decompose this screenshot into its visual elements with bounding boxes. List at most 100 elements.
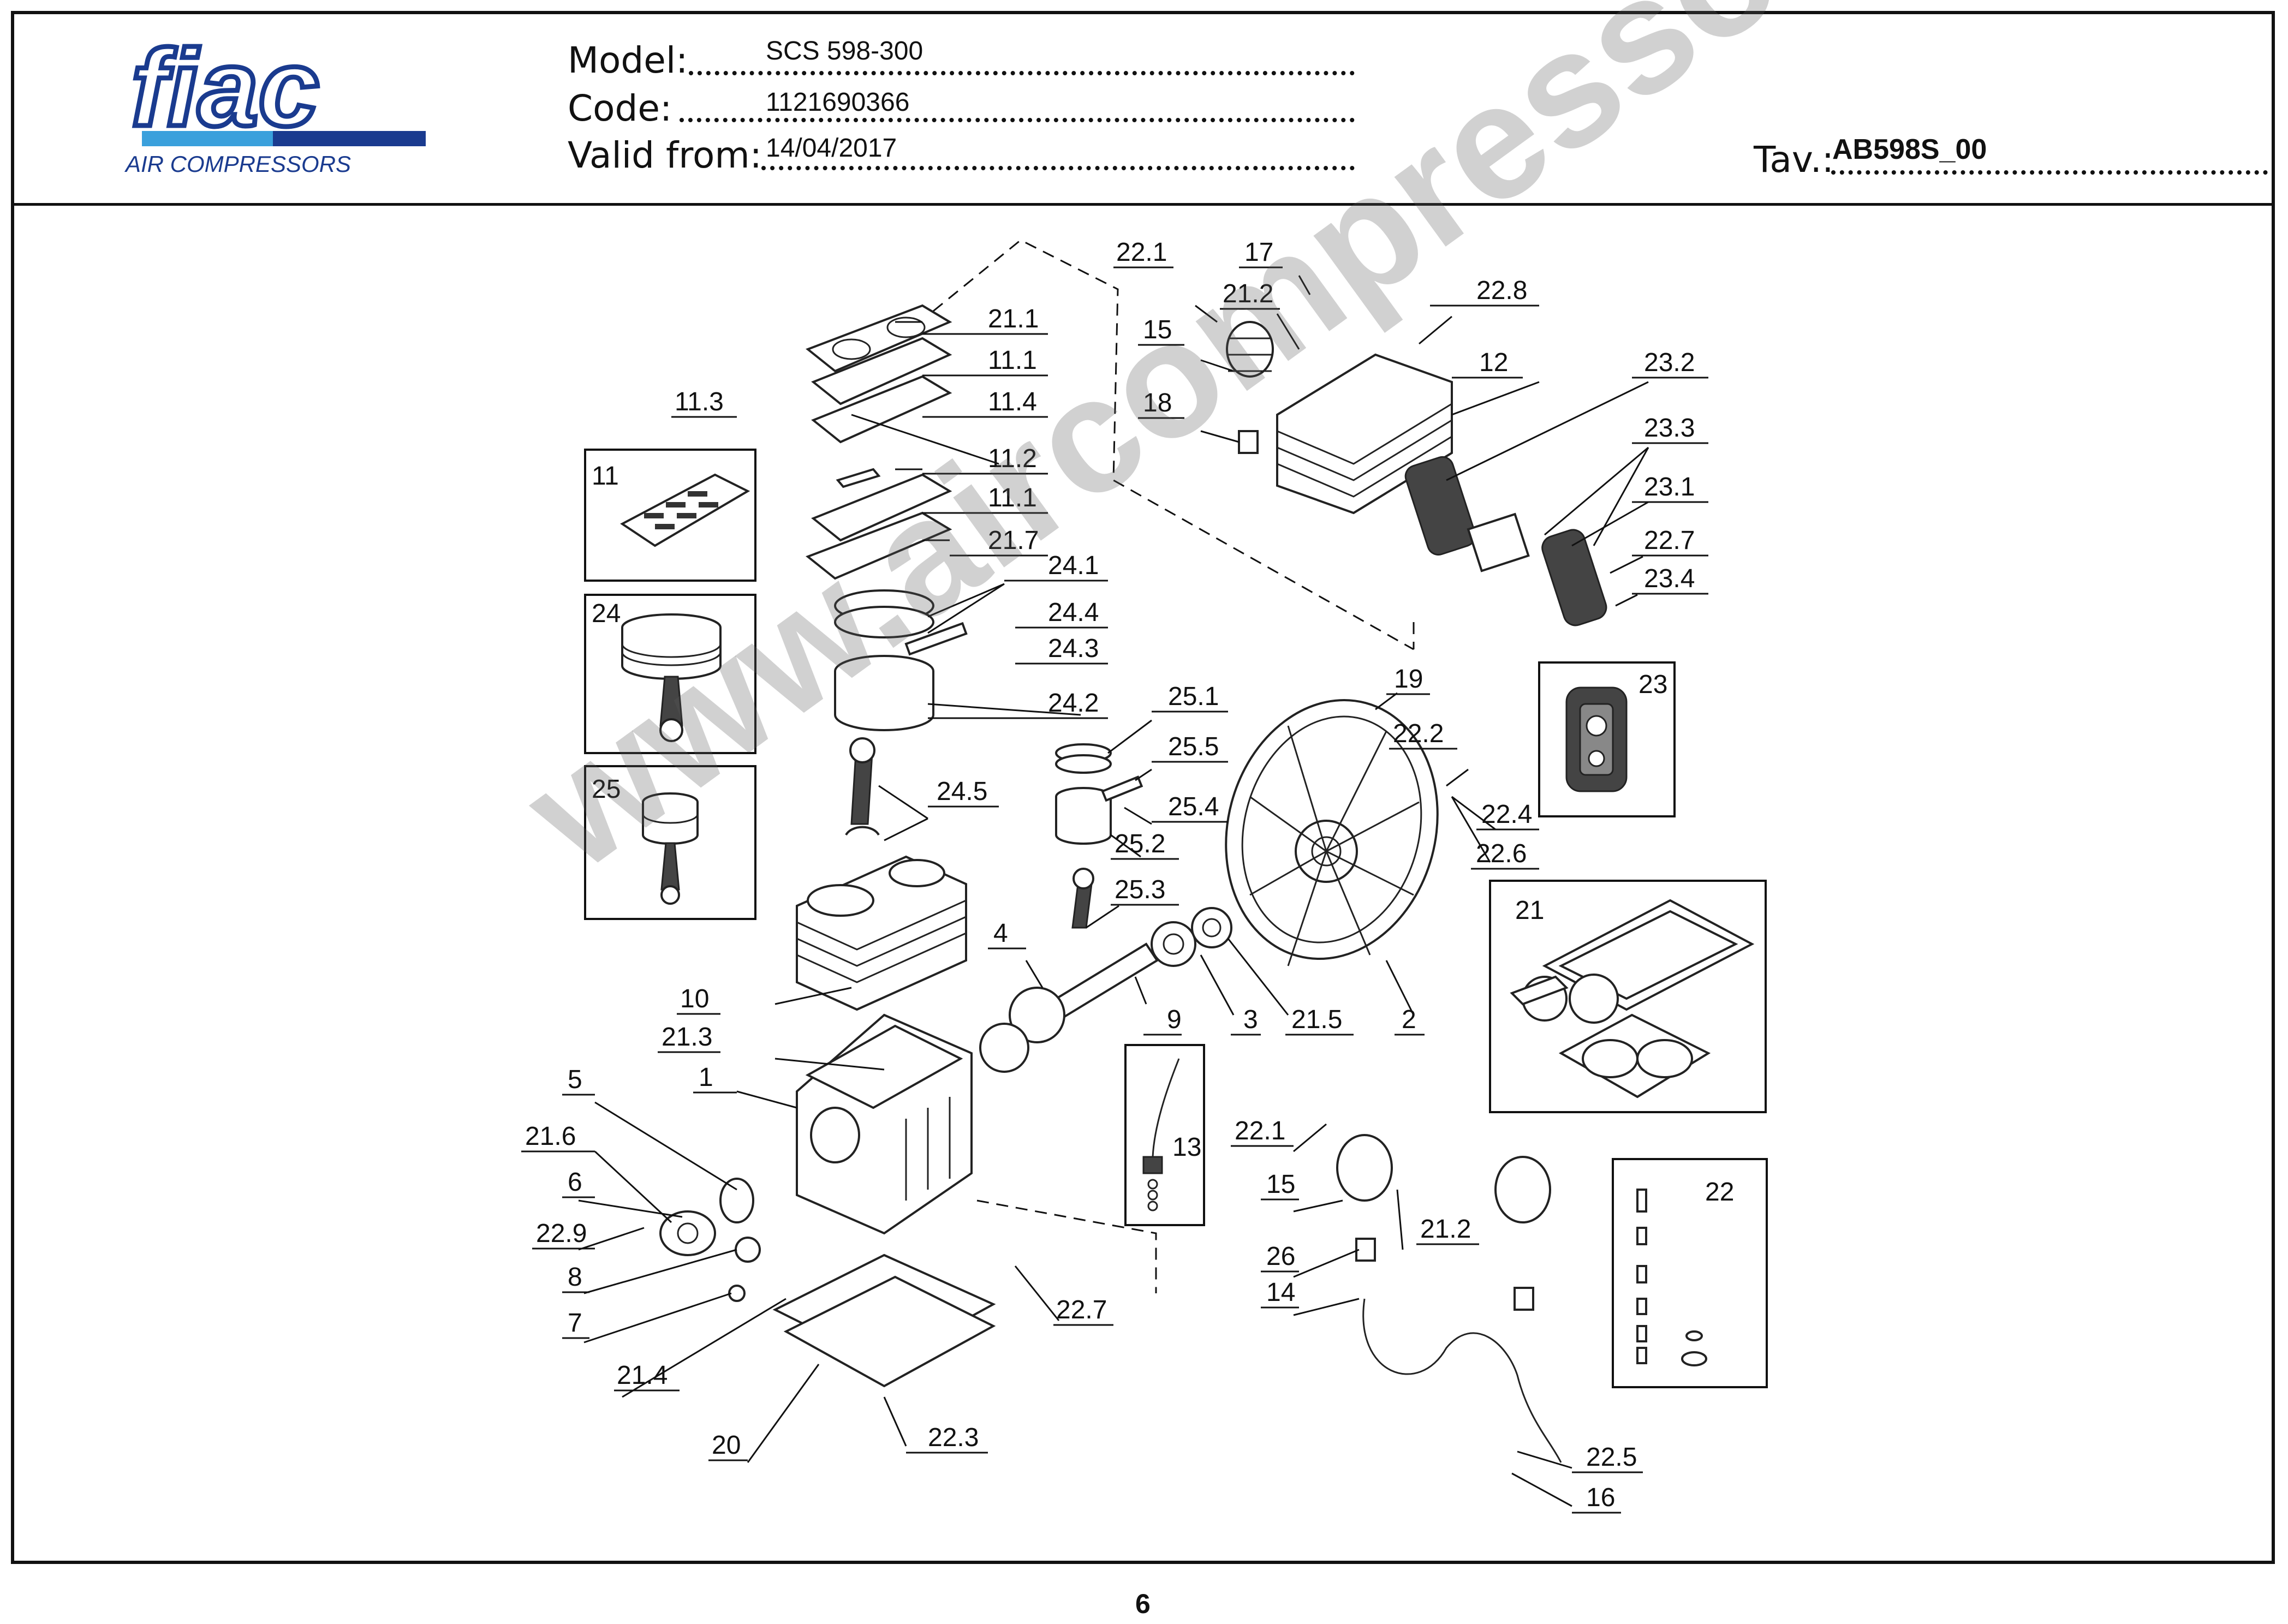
inset-box-23 — [1538, 661, 1676, 817]
connecting-rod-large — [845, 737, 880, 836]
svg-text:25.2: 25.2 — [1115, 829, 1165, 858]
svg-text:7: 7 — [568, 1309, 582, 1338]
svg-text:25.3: 25.3 — [1115, 875, 1165, 904]
svg-text:22.4: 22.4 — [1481, 800, 1532, 829]
svg-text:11.2: 11.2 — [988, 444, 1037, 473]
leader-lines — [578, 275, 1649, 1507]
box-label-11: 11 — [592, 462, 619, 491]
assembly-line-base — [976, 1199, 1157, 1293]
callout-24-3: 24.3 — [1015, 634, 1108, 665]
callout-5: 5 — [562, 1065, 595, 1096]
code-value: 1121690366 — [766, 88, 910, 117]
svg-text:22.7: 22.7 — [1056, 1295, 1107, 1324]
callout-22-5: 22.5 — [1572, 1443, 1643, 1473]
callout-23-4: 23.4 — [1632, 564, 1708, 595]
svg-text:22.9: 22.9 — [536, 1219, 587, 1248]
callout-21-7: 21.7 — [950, 526, 1048, 557]
svg-text:21.2: 21.2 — [1223, 279, 1273, 308]
box-label-24: 24 — [592, 599, 621, 628]
callout-23-3: 23.3 — [1632, 414, 1708, 444]
assembly-line-head — [933, 239, 1414, 650]
connecting-rod-small — [1071, 868, 1094, 929]
callout-2: 2 — [1395, 1005, 1425, 1036]
gasket-set-inset — [1510, 899, 1755, 1098]
svg-text:14: 14 — [1266, 1278, 1295, 1307]
base-plate — [772, 1253, 996, 1388]
callout-1: 1 — [693, 1063, 737, 1094]
callout-4: 4 — [988, 919, 1026, 950]
callout-6: 6 — [562, 1168, 595, 1198]
callout-11-4: 11.4 — [922, 387, 1048, 418]
svg-text:15: 15 — [1143, 315, 1172, 344]
valve-plate-inset — [620, 473, 750, 547]
callout-21-6: 21.6 — [521, 1122, 595, 1153]
code-line — [680, 118, 1355, 122]
inset-box-13 — [1124, 1044, 1205, 1226]
callout-19: 19 — [1386, 665, 1430, 695]
callout-21-4: 21.4 — [614, 1361, 680, 1392]
svg-text:20: 20 — [712, 1431, 741, 1460]
svg-text:21.7: 21.7 — [988, 526, 1039, 555]
svg-text:21.3: 21.3 — [662, 1023, 712, 1052]
svg-text:11.1: 11.1 — [988, 483, 1037, 512]
svg-text:22.8: 22.8 — [1476, 276, 1527, 305]
callout-22-7-bottom: 22.7 — [1053, 1295, 1113, 1326]
svg-text:22.6: 22.6 — [1476, 839, 1527, 868]
svg-text:23.1: 23.1 — [1644, 473, 1695, 501]
callout-21-5: 21.5 — [1285, 1005, 1354, 1036]
svg-text:3: 3 — [1243, 1005, 1258, 1034]
svg-text:5: 5 — [568, 1065, 582, 1094]
callout-25-3: 25.3 — [1111, 875, 1179, 906]
code-label: Code: — [568, 87, 672, 129]
svg-text:25.1: 25.1 — [1168, 682, 1219, 711]
inset-box-25 — [584, 765, 756, 920]
svg-text:15: 15 — [1266, 1170, 1295, 1199]
logo-wordmark: fiac — [131, 38, 319, 149]
box-label-22: 22 — [1705, 1178, 1734, 1207]
valid-from-value: 14/04/2017 — [766, 134, 897, 163]
svg-text:23.4: 23.4 — [1644, 564, 1695, 593]
crankshaft — [979, 942, 1159, 1073]
callout-22-1-top: 22.1 — [1113, 238, 1173, 268]
callout-3: 3 — [1231, 1005, 1261, 1036]
callout-11-1-top: 11.1 — [922, 346, 1048, 377]
tav-line — [1831, 170, 2268, 175]
callout-25-5: 25.5 — [1152, 732, 1228, 763]
svg-text:22.1: 22.1 — [1116, 238, 1167, 267]
screw-set-inset — [1636, 1189, 1707, 1366]
callout-9: 9 — [1143, 1005, 1182, 1036]
flywheel — [1225, 699, 1439, 966]
svg-text:12: 12 — [1479, 348, 1508, 377]
svg-text:24.1: 24.1 — [1048, 551, 1099, 580]
svg-text:21.1: 21.1 — [988, 304, 1039, 333]
callout-24-5: 24.5 — [928, 777, 999, 808]
svg-text:18: 18 — [1143, 389, 1172, 417]
callout-8: 8 — [562, 1263, 589, 1293]
head-cover — [1404, 456, 1607, 626]
svg-text:22.7: 22.7 — [1644, 526, 1695, 555]
callout-24-4: 24.4 — [1015, 598, 1108, 629]
inset-box-22 — [1612, 1158, 1768, 1388]
callout-25-4: 25.4 — [1152, 792, 1228, 823]
callout-12: 12 — [1452, 348, 1523, 379]
tav-label: Tav.: — [1754, 139, 1834, 181]
callout-22-8: 22.8 — [1430, 276, 1539, 307]
callout-11-3: 11.3 — [671, 387, 737, 418]
valid-from-label: Valid from: — [568, 134, 762, 176]
svg-text:25.4: 25.4 — [1168, 792, 1219, 821]
valid-from-line — [761, 166, 1355, 170]
svg-text:16: 16 — [1586, 1483, 1615, 1512]
piston-large-inset — [621, 613, 722, 742]
callout-25-1: 25.1 — [1152, 682, 1228, 713]
header-divider — [11, 203, 2275, 206]
svg-text:6: 6 — [568, 1168, 582, 1197]
svg-text:1: 1 — [699, 1063, 713, 1092]
svg-text:19: 19 — [1394, 665, 1423, 694]
inset-box-21 — [1489, 880, 1767, 1113]
svg-text:24.3: 24.3 — [1048, 634, 1099, 663]
svg-text:24.2: 24.2 — [1048, 689, 1099, 718]
piston-small-inset — [642, 792, 699, 905]
callout-16: 16 — [1572, 1483, 1621, 1514]
svg-text:4: 4 — [993, 919, 1008, 948]
inset-box-11 — [584, 449, 756, 582]
